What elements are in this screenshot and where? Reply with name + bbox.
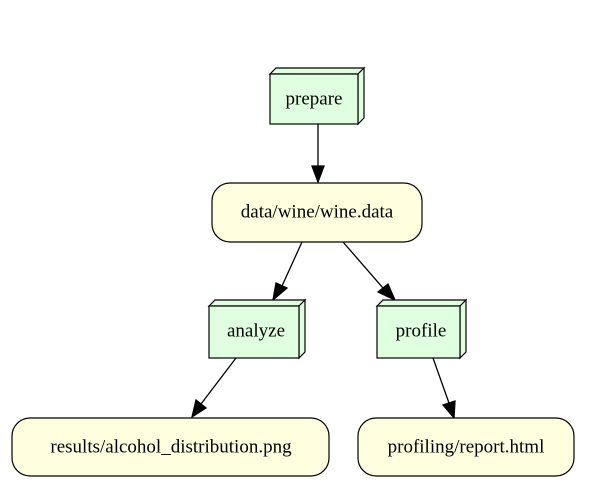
step-node-prepare[interactable]: prepare <box>268 66 366 126</box>
artifact-node-report-html[interactable]: profiling/report.html <box>357 417 575 477</box>
step-label-prepare: prepare <box>286 89 343 110</box>
step-label-profile: profile <box>396 321 447 342</box>
edge-profile-to-report-html <box>432 357 456 420</box>
step-node-analyze[interactable]: analyze <box>207 298 307 360</box>
artifact-label-alcohol-png: results/alcohol_distribution.png <box>50 437 292 458</box>
step-label-analyze: analyze <box>227 321 285 342</box>
edge-wine-data-to-profile <box>342 241 397 302</box>
artifact-node-alcohol-png[interactable]: results/alcohol_distribution.png <box>11 417 330 477</box>
artifact-label-report-html: profiling/report.html <box>388 437 545 458</box>
artifact-label-wine-data: data/wine/wine.data <box>241 202 394 223</box>
step-node-profile[interactable]: profile <box>375 298 468 360</box>
edge-analyze-to-alcohol-png <box>190 357 237 419</box>
edge-wine-data-to-analyze <box>272 241 303 302</box>
edge-prepare-to-wine-data <box>311 124 325 184</box>
artifact-node-wine-data[interactable]: data/wine/wine.data <box>211 182 423 243</box>
